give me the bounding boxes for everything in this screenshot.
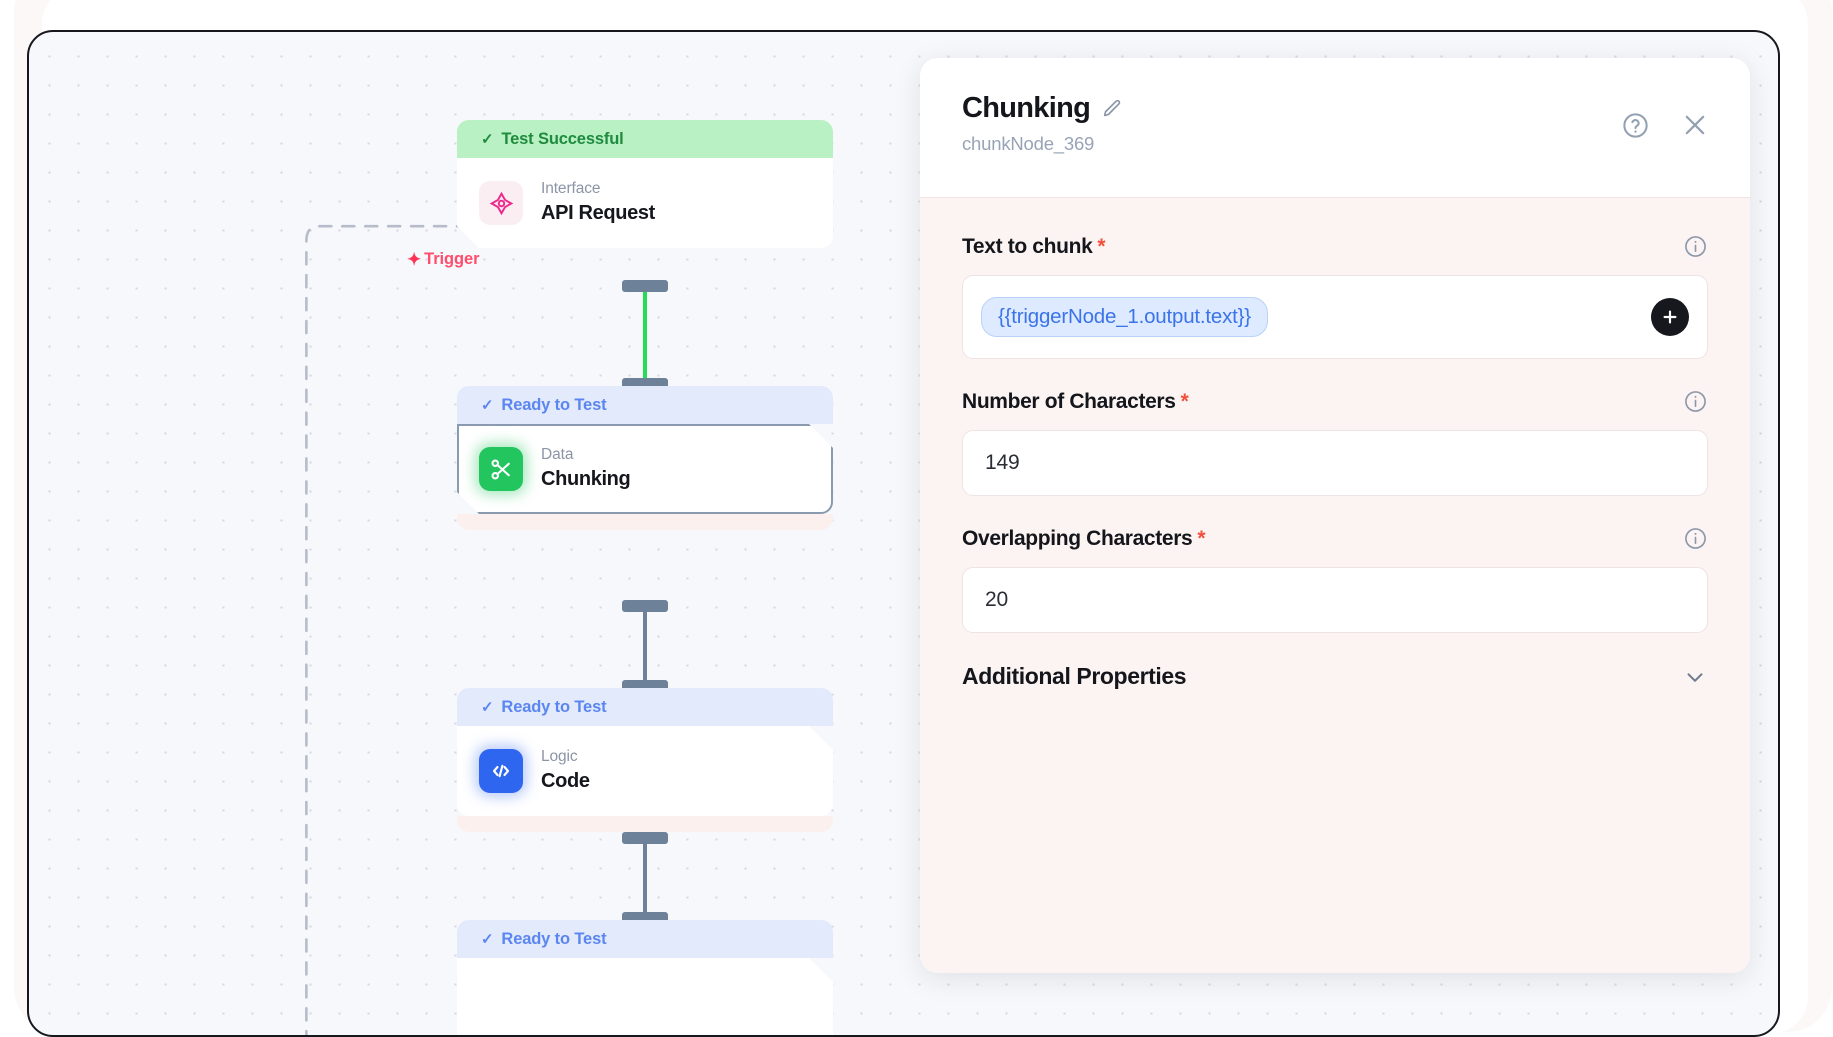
node-body[interactable]: Interface API Request xyxy=(457,158,833,248)
connector-code-to-next[interactable] xyxy=(457,832,833,924)
node-config-panel: Chunking chunkNode_369 xyxy=(920,58,1750,973)
workflow-node-api-request[interactable]: ✓ Test Successful Interface API Request xyxy=(457,120,833,248)
additional-properties-label: Additional Properties xyxy=(962,663,1187,689)
node-status-text: Ready to Test xyxy=(501,697,607,716)
field-label: Overlapping Characters* xyxy=(962,526,1206,551)
node-text: Logic Code xyxy=(541,747,590,794)
node-status-badge-ready: ✓ Ready to Test xyxy=(457,386,833,424)
scissors-icon xyxy=(479,447,523,491)
info-icon[interactable] xyxy=(1683,526,1708,551)
additional-properties-section[interactable]: Additional Properties xyxy=(962,663,1708,690)
workflow-node-chunking[interactable]: ✓ Ready to Test Data Chunking xyxy=(457,386,833,530)
node-status-badge-ready: ✓ Ready to Test xyxy=(457,920,833,958)
field-label: Number of Characters* xyxy=(962,389,1189,414)
node-category: Logic xyxy=(541,748,578,766)
check-icon: ✓ xyxy=(481,931,494,948)
variable-token-pill[interactable]: {{triggerNode_1.output.text}} xyxy=(981,297,1268,337)
node-body[interactable]: Data Chunking xyxy=(457,424,833,514)
check-icon: ✓ xyxy=(481,397,494,414)
node-status-badge-success: ✓ Test Successful xyxy=(457,120,833,158)
required-marker: * xyxy=(1180,389,1189,413)
trigger-label: ✦ Trigger xyxy=(407,250,479,269)
field-label-text: Text to chunk xyxy=(962,234,1093,258)
node-status-badge-ready: ✓ Ready to Test xyxy=(457,688,833,726)
chevron-down-icon[interactable] xyxy=(1682,664,1708,690)
field-label-row: Overlapping Characters* xyxy=(962,526,1708,551)
close-icon[interactable] xyxy=(1680,110,1710,140)
required-marker: * xyxy=(1197,526,1206,550)
connector-handle-top[interactable] xyxy=(622,280,668,292)
connector-chunking-to-code[interactable] xyxy=(457,600,833,692)
connector-handle-top[interactable] xyxy=(622,832,668,844)
workflow-node-code[interactable]: ✓ Ready to Test Logic Code xyxy=(457,688,833,832)
info-icon[interactable] xyxy=(1683,389,1708,414)
node-body[interactable] xyxy=(457,958,833,1037)
panel-header: Chunking chunkNode_369 xyxy=(920,58,1750,198)
connector-api-to-chunking[interactable] xyxy=(457,280,833,390)
info-icon[interactable] xyxy=(1683,234,1708,259)
node-status-text: Test Successful xyxy=(501,129,624,148)
node-status-text: Ready to Test xyxy=(501,929,607,948)
node-title: API Request xyxy=(541,201,655,224)
check-icon: ✓ xyxy=(481,699,494,716)
plus-icon[interactable] xyxy=(1651,298,1689,336)
node-category: Data xyxy=(541,446,574,464)
node-id-label: chunkNode_369 xyxy=(962,133,1095,154)
node-footer-strip xyxy=(457,816,833,832)
connector-wire-idle xyxy=(643,612,647,680)
question-circle-icon[interactable] xyxy=(1621,111,1650,140)
node-footer-strip xyxy=(457,514,833,530)
field-text-to-chunk: Text to chunk* {{triggerNode_1.output.te… xyxy=(962,234,1708,359)
overlapping-characters-input[interactable]: 20 xyxy=(962,567,1708,633)
pencil-icon[interactable] xyxy=(1101,98,1123,120)
field-label-text: Number of Characters xyxy=(962,389,1176,413)
field-overlapping-characters: Overlapping Characters* 20 xyxy=(962,526,1708,633)
trigger-label-text: Trigger xyxy=(424,250,480,268)
workflow-node-next[interactable]: ✓ Ready to Test xyxy=(457,920,833,1037)
node-title: Chunking xyxy=(541,467,631,490)
node-title: Code xyxy=(541,769,590,792)
panel-body: Text to chunk* {{triggerNode_1.output.te… xyxy=(920,198,1750,973)
panel-title-row: Chunking xyxy=(962,92,1708,125)
node-text: Data Chunking xyxy=(541,445,630,492)
field-label-text: Overlapping Characters xyxy=(962,526,1193,550)
node-text: Interface API Request xyxy=(541,179,655,226)
node-category: Interface xyxy=(541,180,601,198)
node-body[interactable]: Logic Code xyxy=(457,726,833,816)
api-starburst-icon xyxy=(479,181,523,225)
field-label: Text to chunk* xyxy=(962,234,1106,259)
text-to-chunk-input[interactable]: {{triggerNode_1.output.text}} xyxy=(962,275,1708,359)
page-title: Chunking xyxy=(962,92,1091,124)
number-of-characters-input[interactable]: 149 xyxy=(962,430,1708,496)
spark-icon: ✦ xyxy=(407,250,422,269)
check-icon: ✓ xyxy=(481,131,494,148)
connector-wire-idle xyxy=(643,844,647,912)
field-label-row: Text to chunk* xyxy=(962,234,1708,259)
required-marker: * xyxy=(1097,234,1106,258)
field-label-row: Number of Characters* xyxy=(962,389,1708,414)
code-brackets-icon xyxy=(479,749,523,793)
connector-handle-top[interactable] xyxy=(622,600,668,612)
connector-wire-active xyxy=(643,292,647,378)
field-number-of-characters: Number of Characters* 149 xyxy=(962,389,1708,496)
node-status-text: Ready to Test xyxy=(501,395,607,414)
panel-actions xyxy=(1621,110,1710,140)
